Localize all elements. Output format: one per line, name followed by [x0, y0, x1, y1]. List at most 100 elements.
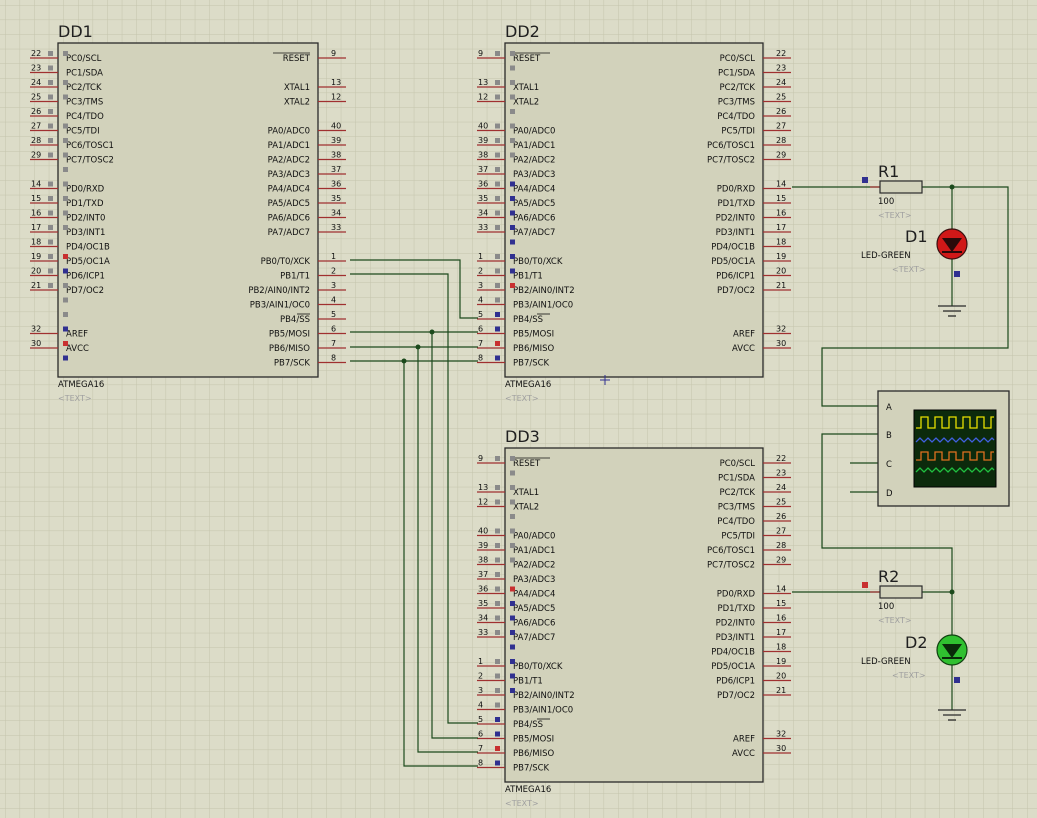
resistor-r2[interactable]: R2 100 <TEXT> [862, 567, 923, 625]
chip-dd1[interactable]: DD1ATMEGA16<TEXT>22PC0/SCL23PC1/SDA24PC2… [30, 22, 346, 403]
led-d2[interactable]: D2 LED-GREEN <TEXT> [861, 633, 968, 683]
resistor-r1[interactable]: R1 100 <TEXT> [862, 162, 923, 220]
chip-dd3[interactable]: DD3ATMEGA16<TEXT>9RESET13XTAL112XTAL240P… [477, 427, 791, 808]
led-d1[interactable]: D1 LED-GREEN <TEXT> [861, 227, 968, 277]
chip-dd2[interactable]: DD2ATMEGA16<TEXT>9RESET13XTAL112XTAL240P… [477, 22, 791, 403]
oscilloscope[interactable]: A B C D [877, 390, 1010, 507]
